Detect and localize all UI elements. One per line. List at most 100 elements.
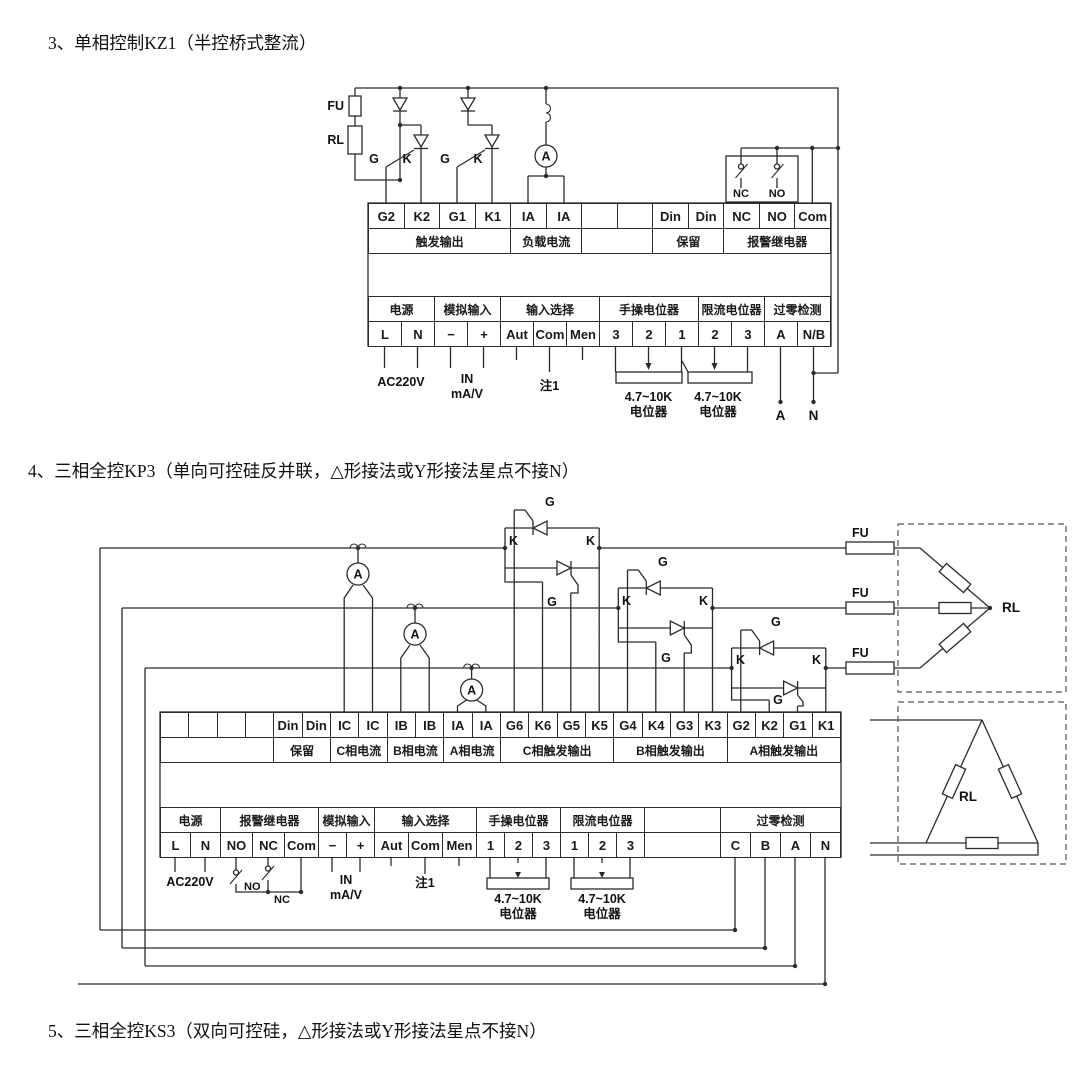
cathode-label: K [586,534,595,548]
terminal-cell: 手操电位器 [477,808,561,833]
terminal-cell: Com [795,204,831,229]
terminal-cell [161,738,275,763]
terminal-cell: K1 [475,204,512,229]
terminal-cell [582,204,618,229]
note1-label: 注1 [415,875,435,890]
terminal-cell: N [402,322,435,347]
gate-label: G [773,693,783,707]
section-5-title: 5、三相全控KS3（双向可控硅，△形接法或Y形接法星点不接N） [48,1021,547,1041]
terminal-cell: 模拟输入 [319,808,375,833]
terminal-cell [617,204,654,229]
terminal-cell: A相触发输出 [727,738,841,763]
terminal-cell: B相触发输出 [614,738,728,763]
rl-label: RL [327,133,344,147]
ammeter-label: A [353,568,362,582]
kp3-wires [78,509,1040,985]
terminal-cell: 触发输出 [369,229,512,254]
terminal-cell: L [369,322,402,347]
relay-nc-label: NC [733,188,749,200]
terminal-cell: C相触发输出 [500,738,615,763]
pot-value-label: 4.7~10K [578,892,626,906]
terminal-cell [582,229,654,254]
terminal-cell [645,833,721,858]
terminal-cell: A相电流 [444,738,501,763]
terminal-cell: 电源 [161,808,221,833]
pot-name-label: 电位器 [630,404,668,419]
terminal-cell: 电源 [369,297,435,322]
terminal-cell: 3 [533,833,561,858]
ma-v-label: mA/V [451,387,484,401]
neutral-label: N [809,408,819,423]
terminal-cell: L [161,833,191,858]
cathode-label: K [402,152,411,166]
terminal-cell [189,713,218,738]
terminal-cell: − [319,833,347,858]
load-resistor-y-icon: RL [897,523,1067,693]
terminal-cell: N [191,833,221,858]
pot-name-label: 电位器 [499,906,537,921]
cathode-label: K [699,594,708,608]
kz1-schematic: A NC NO [327,85,841,423]
terminal-cell: K2 [404,204,441,229]
relay-contact-icon: NO NC [229,865,290,906]
terminal-cell: IA [546,204,583,229]
load-resistor-delta-icon: RL [897,701,1067,865]
relay-no-label: NO [244,881,261,893]
terminal-cell: G6 [500,713,530,738]
terminal-cell: 限流电位器 [561,808,645,833]
terminal-cell [245,713,275,738]
ammeter-label: A [467,684,476,698]
terminal-cell: NC [724,204,760,229]
cathode-label: K [812,653,821,667]
fu-label: FU [852,646,869,660]
terminal-cell: B相电流 [387,738,445,763]
terminal-cell: K5 [585,713,615,738]
terminal-cell: G3 [670,713,700,738]
terminal-cell: IA [472,713,501,738]
terminal-cell: Din [302,713,331,738]
terminal-cell: Din [688,204,725,229]
terminal-cell: 保留 [653,229,725,254]
terminal-cell: A [765,322,798,347]
section-4-title: 4、三相全控KP3（单向可控硅反并联，△形接法或Y形接法星点不接N） [28,461,580,481]
terminal-cell: Com [409,833,443,858]
terminal-cell: G2 [369,204,405,229]
analog-in-label: IN [461,372,474,386]
relay-contact-icon: NC NO [725,155,799,203]
pot-name-label: 电位器 [699,404,737,419]
terminal-cell: 负载电流 [511,229,583,254]
terminal-cell: 过零检测 [721,808,841,833]
gate-label: G [440,152,450,166]
gate-label: G [369,152,379,166]
terminal-cell: 保留 [274,738,331,763]
terminal-cell: IC [359,713,388,738]
terminal-cell: 过零检测 [765,297,831,322]
ammeter-label: A [410,628,419,642]
terminal-cell: 报警继电器 [221,808,319,833]
pot-value-label: 4.7~10K [494,892,542,906]
terminal-cell: Men [567,322,600,347]
terminal-cell: NO [221,833,253,858]
ammeter-label: A [541,150,550,164]
diode-icon [391,97,477,112]
terminal-cell: IB [387,713,416,738]
terminal-cell [645,808,721,833]
terminal-cell: Com [285,833,319,858]
terminal-cell: Men [443,833,477,858]
terminal-cell: 2 [699,322,732,347]
terminal-cell: 模拟输入 [435,297,501,322]
terminal-cell: K3 [699,713,728,738]
terminal-cell [161,713,190,738]
terminal-cell: 2 [633,322,666,347]
cathode-label: K [736,653,745,667]
gate-label: G [771,615,781,629]
terminal-cell: G2 [727,713,756,738]
kp3-schematic: A A A RL RL [78,495,1067,987]
scr-pair-icon [531,519,800,697]
ac220v-label: AC220V [377,375,425,389]
fuse-icon [845,541,895,675]
